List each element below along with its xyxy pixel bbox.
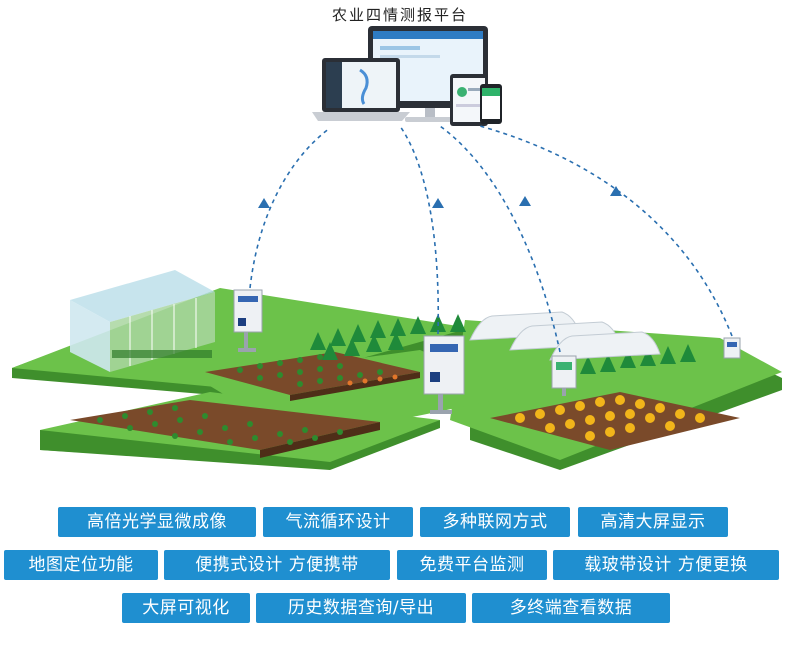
crop-field-lower bbox=[70, 400, 380, 458]
phone-icon bbox=[480, 84, 502, 124]
feature-tag: 多终端查看数据 bbox=[472, 593, 670, 623]
feature-tag: 气流循环设计 bbox=[263, 507, 413, 537]
monitoring-station-icon bbox=[233, 289, 263, 352]
laptop-icon bbox=[312, 58, 410, 121]
crop-field-upper bbox=[205, 352, 420, 401]
feature-tag: 地图定位功能 bbox=[4, 550, 158, 580]
feature-tag: 高清大屏显示 bbox=[578, 507, 728, 537]
feature-tag: 历史数据查询/导出 bbox=[256, 593, 466, 623]
tablet-icon bbox=[450, 74, 488, 126]
feature-tag: 高倍光学显微成像 bbox=[58, 507, 256, 537]
monitoring-station-icon bbox=[551, 355, 577, 396]
feature-tag: 便携式设计 方便携带 bbox=[164, 550, 390, 580]
data-link-lines bbox=[249, 125, 733, 353]
feature-tag: 免费平台监测 bbox=[397, 550, 547, 580]
farm-scene-diagram bbox=[12, 26, 782, 470]
monitoring-station-icon bbox=[723, 337, 741, 359]
feature-tag: 大屏可视化 bbox=[122, 593, 250, 623]
monitoring-station-icon bbox=[423, 335, 465, 414]
link-arrow-icons bbox=[258, 186, 622, 208]
feature-tag: 多种联网方式 bbox=[420, 507, 570, 537]
greenhouse-icon bbox=[70, 270, 215, 372]
page-title: 农业四情测报平台 bbox=[331, 6, 468, 24]
pumpkin-field bbox=[490, 392, 740, 450]
feature-tag: 载玻带设计 方便更换 bbox=[553, 550, 779, 580]
